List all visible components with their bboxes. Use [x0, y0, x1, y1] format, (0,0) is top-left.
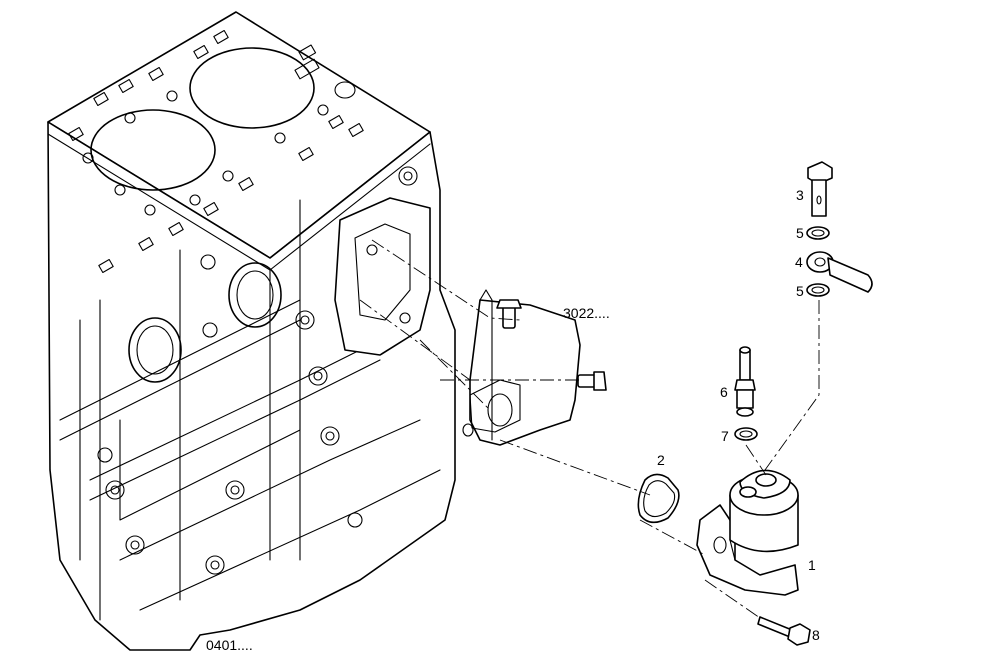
- banjo-fitting: [806, 251, 873, 293]
- banjo-bolt: [807, 161, 833, 217]
- bracket-plate: [469, 299, 581, 446]
- callout-part-1: 1: [808, 557, 816, 573]
- callout-part-4: 4: [795, 254, 803, 270]
- bracket-assembly: [462, 289, 607, 446]
- sealing-washer-5-lower: [806, 283, 830, 297]
- sealing-washer-5-upper: [806, 226, 830, 240]
- callout-part-2: 2: [657, 452, 665, 468]
- bracket-bolt-top: [496, 299, 522, 329]
- callout-part-6: 6: [720, 384, 728, 400]
- reference-block-0401: 0401....: [206, 637, 253, 653]
- fuel-pump: [696, 469, 799, 596]
- cylinder-bore-2: [189, 47, 315, 129]
- engine-block: [47, 11, 456, 651]
- callout-part-5-lower: 5: [796, 283, 804, 299]
- callout-part-8: 8: [812, 627, 820, 643]
- assembly-center-lines: [359, 239, 820, 619]
- callout-labels: 3 5 4 5 6 7 2 1 8 3022.... 0401....: [206, 187, 820, 653]
- callout-part-5-upper: 5: [796, 225, 804, 241]
- callout-part-3: 3: [796, 187, 804, 203]
- crank-bore-2: [228, 262, 282, 328]
- crank-bore-1: [128, 317, 182, 383]
- sealing-washer-7: [734, 427, 758, 441]
- pump-gasket: [637, 473, 680, 524]
- cylinder-bore-1: [90, 109, 216, 191]
- callout-part-7: 7: [721, 428, 729, 444]
- pump-mounting-pad: [334, 197, 431, 356]
- reference-bracket-3022: 3022....: [563, 305, 610, 321]
- pump-mounting-bolt: [757, 616, 811, 646]
- fuel-inlet-fitting: [734, 346, 756, 417]
- bracket-bolt-side: [577, 371, 607, 391]
